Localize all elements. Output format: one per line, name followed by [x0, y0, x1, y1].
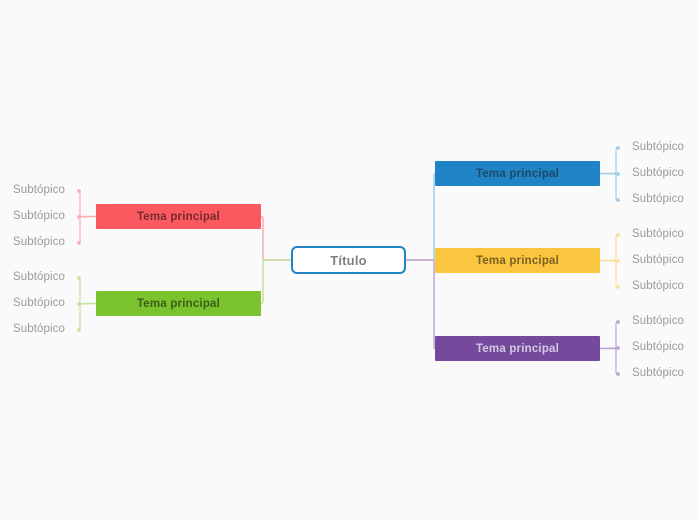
connector-root-to-branch-blue — [405, 172, 436, 261]
subtopic-green-2[interactable]: Subtópico — [12, 297, 65, 309]
connector-endpoint-dot — [616, 346, 620, 350]
connector-branch-blue-subtopic-0 — [599, 147, 619, 175]
subtopic-green-1[interactable]: Subtópico — [12, 271, 65, 283]
subtopic-red-3[interactable]: Subtópico — [12, 236, 65, 248]
connector-branch-yellow-subtopic-2 — [599, 259, 619, 288]
connector-endpoint-dot — [616, 233, 620, 237]
subtopic-yellow-1[interactable]: Subtópico — [632, 228, 685, 240]
subtopic-red-2[interactable]: Subtópico — [12, 210, 65, 222]
subtopic-red-1[interactable]: Subtópico — [12, 184, 65, 196]
connector-endpoint-dot — [77, 328, 81, 332]
connector-endpoint-dot — [616, 198, 620, 202]
connector-endpoint-dot — [616, 259, 620, 263]
topic-node-yellow[interactable]: Tema principal — [435, 248, 600, 273]
connector-endpoint-dot — [77, 241, 81, 245]
subtopic-yellow-2[interactable]: Subtópico — [632, 254, 685, 266]
subtopic-purple-2[interactable]: Subtópico — [632, 341, 685, 353]
topic-node-red[interactable]: Tema principal — [96, 204, 261, 229]
connector-root-to-branch-red — [260, 215, 292, 261]
topic-node-label: Tema principal — [136, 297, 221, 310]
subtopic-blue-3[interactable]: Subtópico — [632, 193, 685, 205]
connector-branch-green-subtopic-2 — [78, 302, 97, 331]
topic-node-blue[interactable]: Tema principal — [435, 161, 600, 186]
root-node[interactable]: Título — [291, 246, 406, 274]
connector-branch-green-subtopic-0 — [78, 277, 97, 305]
subtopic-green-3[interactable]: Subtópico — [12, 323, 65, 335]
connector-endpoint-dot — [616, 285, 620, 289]
connector-branch-yellow-subtopic-0 — [599, 234, 619, 262]
connector-branch-red-subtopic-0 — [78, 190, 97, 218]
topic-node-label: Tema principal — [475, 167, 560, 180]
connector-endpoint-dot — [616, 172, 620, 176]
topic-node-green[interactable]: Tema principal — [96, 291, 261, 316]
topic-node-label: Tema principal — [475, 342, 560, 355]
subtopic-blue-2[interactable]: Subtópico — [632, 167, 685, 179]
connector-endpoint-dot — [616, 372, 620, 376]
connector-endpoint-dot — [77, 189, 81, 193]
connector-endpoint-dot — [616, 146, 620, 150]
connector-root-to-branch-purple — [405, 259, 436, 350]
subtopic-purple-1[interactable]: Subtópico — [632, 315, 685, 327]
subtopic-yellow-3[interactable]: Subtópico — [632, 280, 685, 292]
topic-node-label: Tema principal — [475, 254, 560, 267]
connector-root-to-branch-green — [260, 259, 292, 305]
topic-node-purple[interactable]: Tema principal — [435, 336, 600, 361]
connector-branch-purple-subtopic-2 — [599, 347, 619, 375]
subtopic-blue-1[interactable]: Subtópico — [632, 141, 685, 153]
root-node-label: Título — [330, 252, 367, 268]
connector-branch-purple-subtopic-0 — [599, 321, 619, 350]
subtopic-purple-3[interactable]: Subtópico — [632, 367, 685, 379]
connector-endpoint-dot — [77, 276, 81, 280]
connector-endpoint-dot — [616, 320, 620, 324]
topic-node-label: Tema principal — [136, 210, 221, 223]
connector-branch-red-subtopic-2 — [78, 215, 97, 244]
connector-branch-blue-subtopic-2 — [599, 172, 619, 201]
